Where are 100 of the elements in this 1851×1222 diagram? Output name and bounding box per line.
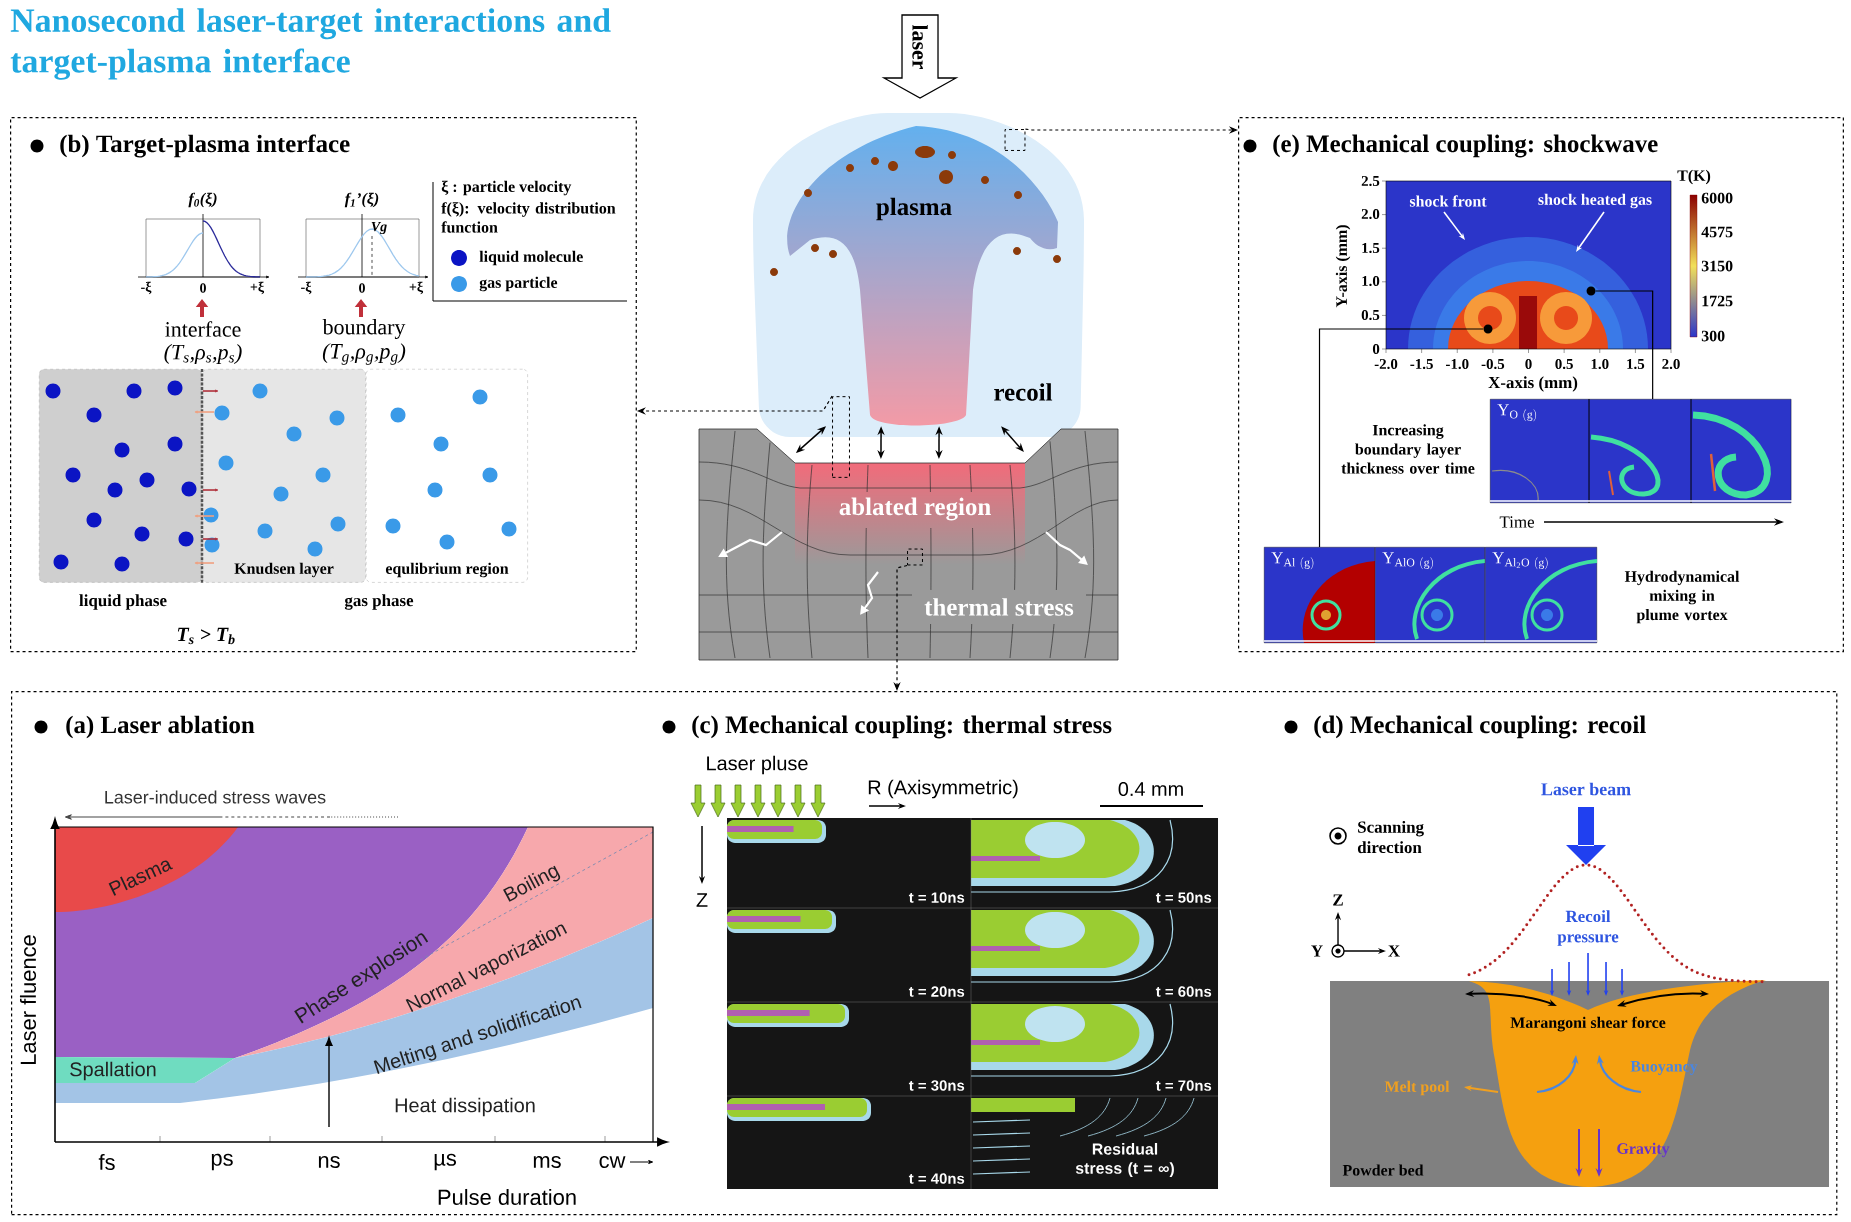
node-label: plasma [876, 197, 952, 221]
scale-bar-label: 0.4 mm [1118, 781, 1183, 797]
colorbar-tick: 1725 [1702, 295, 1733, 307]
tick-label: -1.5 [1410, 358, 1433, 370]
tick-label: 2.5 [1361, 175, 1380, 187]
beam-label: Laser beam [1541, 782, 1631, 796]
legend-text: liquid molecule [479, 250, 583, 266]
note: Increasing boundary layer thickness over time [1341, 424, 1475, 474]
arrow [202, 389, 219, 393]
tick-label: -1.0 [1446, 358, 1469, 370]
tick-label: 0 [359, 283, 365, 293]
panel-heading: (e) Mechanical coupling: shockwave [1273, 134, 1658, 158]
colorbar-title: T(K) [1677, 169, 1711, 185]
time-label: t = 30ns [908, 1080, 965, 1091]
tick-label: 0.5 [1555, 358, 1573, 370]
axis-title: R (Axisymmetric) [868, 779, 1018, 799]
tick-label: -ξ [301, 281, 312, 295]
arrow-label: Laser pluse [707, 755, 808, 775]
colorbar-tick: 4575 [1701, 226, 1733, 238]
tick-label: 0 [1372, 343, 1380, 355]
arrow [202, 537, 219, 541]
peak-label: Vg [371, 221, 387, 235]
tick-label: 0.5 [1361, 309, 1380, 321]
tick-label: 1.0 [1591, 358, 1609, 370]
axis-title: Z [696, 893, 708, 907]
panel-heading: (a) Laser ablation [66, 715, 255, 739]
legend-text: gas particle [479, 276, 558, 292]
arrow [194, 561, 215, 565]
region-label: Melt pool [1384, 1080, 1450, 1096]
time-label: t = 20ns [908, 986, 965, 997]
tick-label: µs [434, 1153, 456, 1171]
condition-label: T$_{s}$ > T$_{b}$ [177, 627, 235, 645]
axis-title: f$_{1}$’(ξ) [344, 192, 379, 208]
arrow-label: Laser-induced stress waves [105, 790, 326, 804]
tick-label: ns [318, 1156, 340, 1168]
tick-label: -ξ [141, 281, 152, 295]
simulation-image: $\mathrm{Y}_{\mathrm{O\ (g)}}$ [1489, 399, 1793, 503]
axis-title: X-axis (mm) [1488, 376, 1578, 392]
axis-title: Laser fluence [19, 935, 37, 1064]
axis-title: Time [1499, 516, 1534, 528]
region-label: equlibrium region [385, 562, 509, 578]
time-label: t = 50ns [1155, 892, 1212, 903]
tick-label: ms [533, 1156, 561, 1168]
leader-line [1595, 290, 1654, 400]
tick-label: ps [211, 1153, 233, 1171]
tick-label: fs [98, 1154, 115, 1171]
tick-label: -0.5 [1481, 358, 1505, 370]
tick-label: 0 [200, 283, 206, 293]
region-label: Powder bed [1342, 1164, 1424, 1176]
region-label: Spallation [70, 1061, 156, 1081]
definition-text: f(ξ): velocity distribution function [441, 202, 616, 233]
leader-line [1318, 328, 1484, 548]
colorbar-tick: 3150 [1701, 260, 1733, 272]
region-label: thermal stress [924, 598, 1074, 616]
time-label: t = 60ns [1155, 986, 1212, 997]
definition-text: ξ : particle velocity [441, 180, 572, 196]
annotation: Residual stress (t = ∞) [1075, 1143, 1174, 1177]
tick-label: 1.0 [1362, 275, 1380, 287]
region-label: liquid phase [79, 594, 167, 610]
axis-title: f$_{0}$(ξ) [188, 192, 217, 208]
region-label: Heat dissipation [395, 1097, 535, 1117]
tick-label: +ξ [250, 281, 265, 295]
simulation-image: $\mathrm{Y}_{\mathrm{Al_2O\ (g)}}$ [1484, 547, 1598, 644]
tick-label: 0 [1525, 358, 1532, 370]
plasma-plume: plasma [770, 146, 1061, 276]
title: Nanosecond laser-target interactions and target-plasma interface [10, 8, 611, 80]
axis-title: Pulse duration [438, 1188, 576, 1206]
force-label: Recoil pressure [1557, 910, 1619, 946]
axis-title: Y [1311, 945, 1323, 957]
annotation: shock front [1409, 195, 1487, 207]
axis-title: Y-axis (mm) [1335, 225, 1351, 308]
region-label: Knudsen layer [234, 562, 334, 578]
tick-label: 1.5 [1627, 358, 1645, 370]
state-label: (T$_{s}$,ρ$_{s}$,p$_{s}$) [164, 344, 242, 364]
point-label: interface [165, 321, 241, 337]
simulation-image: $\mathrm{Y}_{\mathrm{Al\ (g)}}$ [1263, 547, 1376, 644]
force-label: Marangoni shear force [1510, 1016, 1666, 1032]
dashed-marker-box [907, 548, 923, 566]
state-label: (T$_{g}$,ρ$_{g}$,p$_{g}$) [322, 343, 406, 365]
annotation: shock heated gas [1538, 193, 1652, 209]
dashed-marker-box [1004, 129, 1026, 151]
region-label: ablated region [839, 497, 991, 521]
arrow [202, 488, 219, 492]
note: Hydrodynamical mixing in plume vortex [1624, 570, 1740, 624]
axis-title: Z [1333, 894, 1343, 906]
simulation-image: $\mathrm{Y}_{\mathrm{AlO\ (g)}}$ [1374, 547, 1486, 644]
arrow [194, 410, 215, 414]
tick-label: cw [599, 1156, 626, 1168]
dashed-marker-box [832, 396, 850, 478]
tick-label: -2.0 [1374, 358, 1398, 370]
tick-label: +ξ [409, 281, 424, 295]
colorbar-tick: 300 [1701, 330, 1725, 342]
colorbar-tick: 6000 [1701, 192, 1733, 204]
time-label: t = 70ns [1155, 1080, 1212, 1091]
arrow [194, 514, 215, 518]
phase-label: gas phase [344, 594, 414, 610]
tick-label: 2.0 [1662, 358, 1680, 370]
point-label: boundary [322, 319, 406, 339]
time-label: t = 10ns [908, 892, 965, 903]
time-label: t = 40ns [908, 1173, 965, 1184]
